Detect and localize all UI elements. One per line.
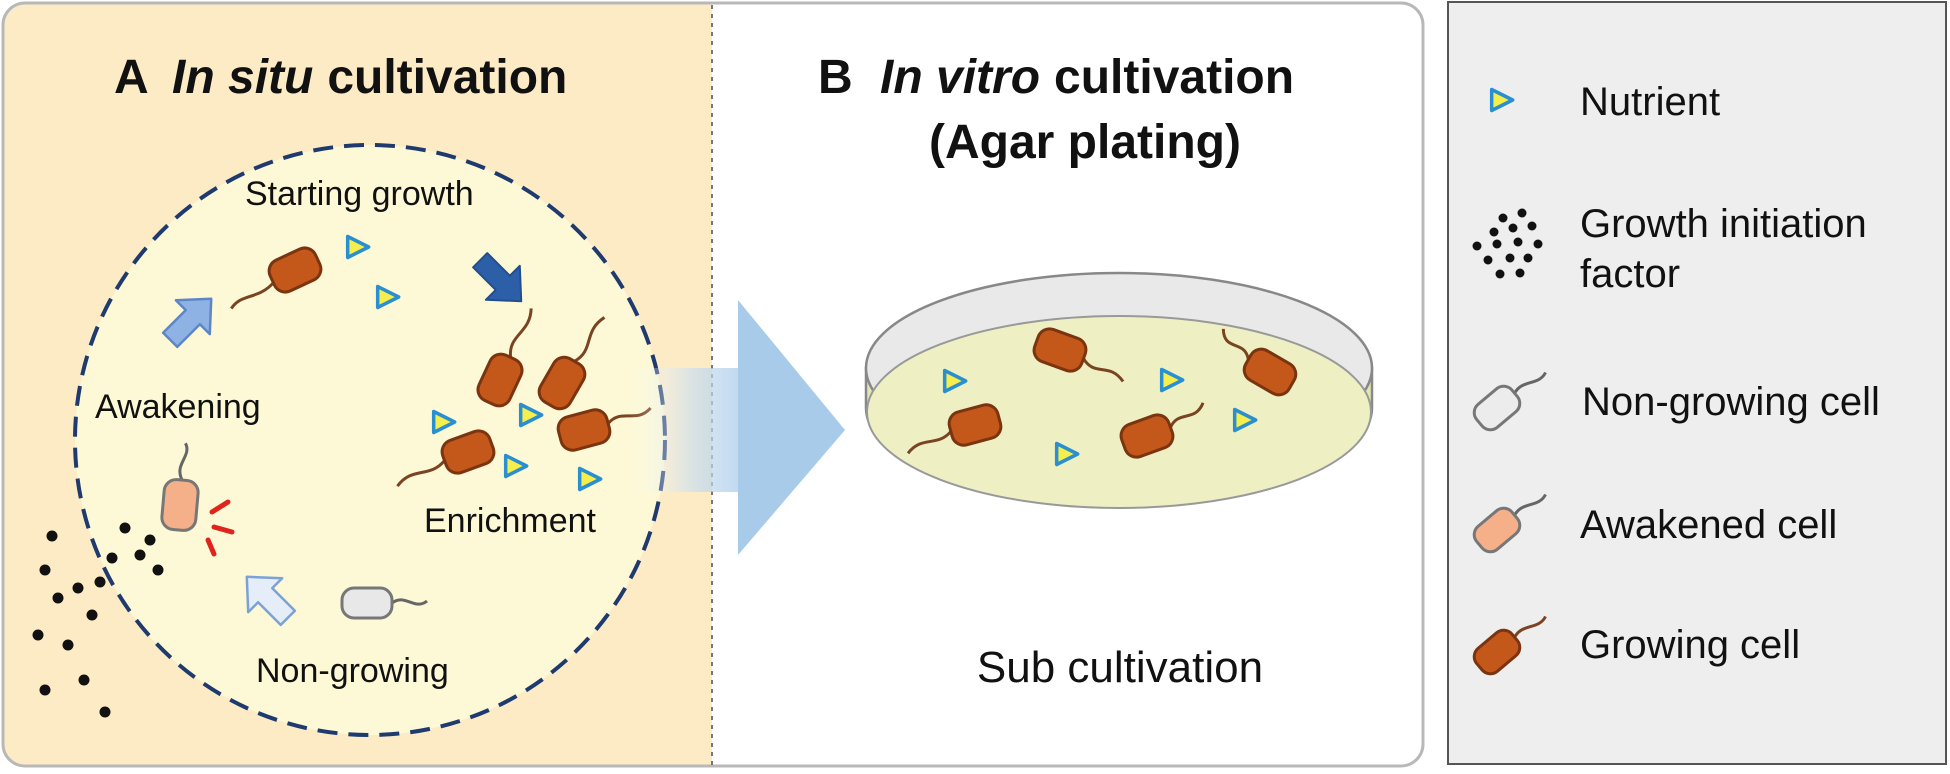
legend-box [1447,1,1947,765]
growing-cell-icon [1032,327,1125,383]
growth-factor-dots-icon [32,522,164,718]
main-frame [1,1,1425,768]
legend-item-growth-factor: Growth initiation factor [1472,202,1867,296]
non-growing-cell-icon [1472,371,1547,432]
growing-cell-icon [230,246,323,310]
awakened-cell-icon [160,442,200,532]
enrichment-label: Enrichment [424,502,597,540]
panel-a-title: In situ cultivation [172,51,567,104]
starting-growth-label: Starting growth [245,175,474,213]
panel-b-title: In vitro cultivation [880,51,1294,104]
growing-cell-icon [1221,328,1298,397]
panel-b-subtitle: (Agar plating) [929,116,1241,169]
non-growing-label: Non-growing [256,652,449,690]
panel-b-title-italic: In vitro [880,51,1040,104]
legend-label-nutrient: Nutrient [1580,80,1720,124]
legend-label-growing-cell: Growing cell [1580,623,1800,667]
growing-cell-icon [537,316,606,411]
non-growing-to-awakening-arrow-icon [245,575,297,627]
growing-cell-icon [906,403,1003,455]
legend-label-growth-factor-line2: factor [1580,252,1680,296]
panel-b-letter: B [818,51,853,104]
awakening-arrow-icon [161,297,213,349]
growing-cell-icon [476,308,533,408]
awakened-cell-icon [1472,493,1547,554]
non-growing-cell-icon [340,586,428,620]
transfer-arrow-icon [628,300,845,555]
legend-label-non-growing-cell: Non-growing cell [1582,380,1880,424]
legend-item-non-growing-cell: Non-growing cell [1472,371,1880,432]
petri-dish-icon [864,271,1374,509]
legend-item-growing-cell: Growing cell [1472,615,1800,676]
panel-a-letter: A [114,51,149,104]
awakening-signal-icon [205,499,235,557]
growing-cell-icon [396,429,496,488]
sub-cultivation-caption: Sub cultivation [977,643,1263,692]
starting-growth-arrow-icon [472,252,523,303]
growing-cell-icon [1472,615,1547,676]
growth-factor-dots-icon [1472,208,1543,279]
legend-label-awakened-cell: Awakened cell [1580,503,1837,547]
panel-b-title-rest: cultivation [1054,51,1294,104]
panel-a-title-italic: In situ [172,51,313,104]
growing-cell-icon [1119,402,1205,459]
legend-label-growth-factor-line1: Growth initiation [1580,202,1867,246]
panel-a-title-rest: cultivation [327,51,567,104]
legend-item-awakened-cell: Awakened cell [1472,493,1837,554]
awakening-label: Awakening [95,388,261,426]
legend-item-nutrient: Nutrient [1489,80,1720,124]
